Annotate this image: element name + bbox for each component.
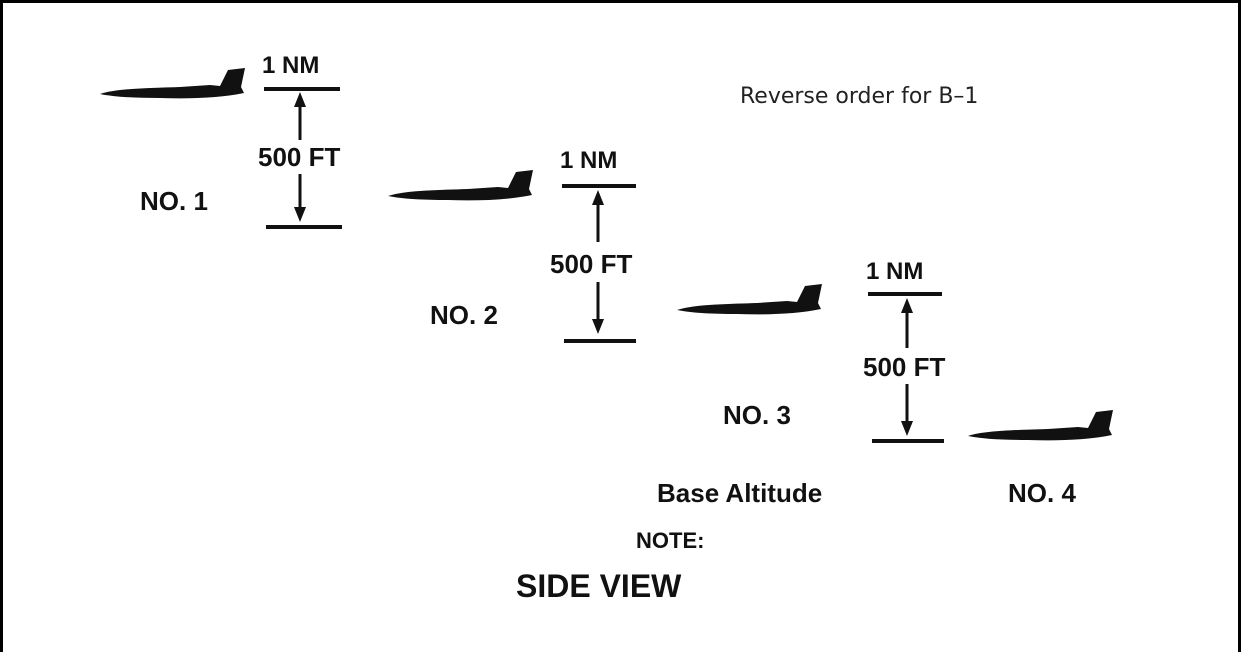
double-arrow-icon xyxy=(901,298,913,436)
double-arrow-icon xyxy=(592,190,604,334)
aircraft-1-icon xyxy=(100,68,245,99)
separation-1-horizontal-label: 1 NM xyxy=(262,52,319,79)
aircraft-label-3: NO. 3 xyxy=(723,400,791,430)
aircraft-label-1: NO. 1 xyxy=(140,186,208,216)
separation-1: 1 NM 500 FT xyxy=(258,52,342,229)
aircraft-label-4: NO. 4 xyxy=(1008,478,1076,508)
base-altitude-label: Base Altitude xyxy=(657,478,822,508)
view-title: SIDE VIEW xyxy=(516,568,682,604)
aircraft-3-icon xyxy=(677,284,822,315)
separation-3-horizontal-label: 1 NM xyxy=(866,258,923,285)
separation-3: 1 NM 500 FT xyxy=(863,258,945,443)
separation-2: 1 NM 500 FT xyxy=(550,147,636,343)
separation-3-vertical-label: 500 FT xyxy=(863,352,945,382)
separation-2-vertical-label: 500 FT xyxy=(550,249,632,279)
aircraft-2-icon xyxy=(388,170,533,201)
note-label: NOTE: xyxy=(636,528,704,553)
aircraft-label-2: NO. 2 xyxy=(430,300,498,330)
double-arrow-icon xyxy=(294,92,306,222)
separation-2-horizontal-label: 1 NM xyxy=(560,147,617,174)
separation-1-vertical-label: 500 FT xyxy=(258,142,340,172)
note-text: Reverse order for B–1 xyxy=(740,84,978,109)
aircraft-4-icon xyxy=(968,410,1113,441)
